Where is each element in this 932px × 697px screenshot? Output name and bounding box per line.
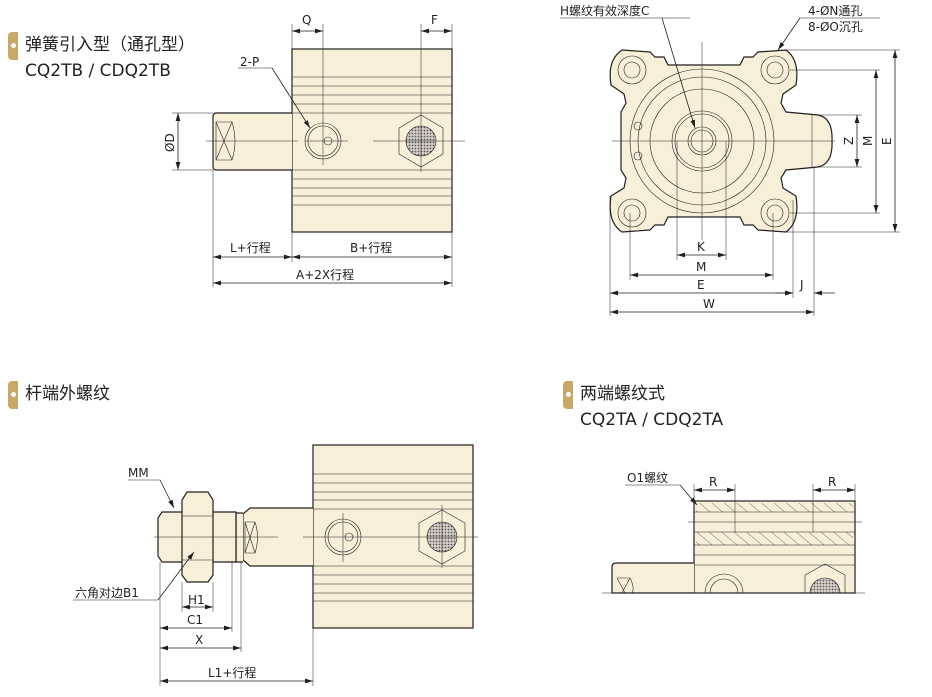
section-model-spring: CQ2TB / CDQ2TB	[25, 61, 171, 81]
section-badge	[8, 381, 18, 409]
dim-b-stroke: B+行程	[350, 240, 392, 255]
section-title-rod-thread: 杆端外螺纹	[25, 384, 110, 404]
dim-w: W	[703, 297, 715, 311]
label-h-thread: H螺纹有效深度C	[560, 3, 649, 18]
dim-r-left: R	[709, 475, 717, 489]
dim-l-stroke: L+行程	[230, 240, 271, 255]
dim-z: Z	[842, 137, 856, 145]
rod-thread-drawing	[73, 444, 478, 686]
dim-x: X	[195, 633, 203, 647]
dim-f: F	[431, 13, 438, 27]
section-badge	[8, 32, 18, 60]
section-title-spring: 弹簧引入型（通孔型）	[25, 35, 195, 55]
label-o1-thread: O1螺纹	[627, 471, 668, 485]
dim-a-stroke: A+2X行程	[296, 267, 354, 282]
label-mm-thread: MM	[128, 466, 149, 480]
label-port: 2-P	[240, 55, 259, 69]
both-thread-drawing	[602, 484, 865, 594]
dim-r-right: R	[828, 475, 836, 489]
dim-k: K	[697, 240, 706, 254]
label-n-holes: 4-ØN通孔	[808, 4, 862, 18]
side-view-drawing	[172, 24, 465, 287]
section-model-both-thread: CQ2TA / CDQ2TA	[580, 410, 724, 430]
dim-e: E	[697, 278, 705, 292]
dim-m-vertical: M	[861, 136, 875, 146]
dim-l1-stroke: L1+行程	[208, 665, 256, 680]
section-badge	[563, 381, 573, 409]
dim-rod-diameter: ØD	[163, 133, 177, 152]
label-o-counterbore: 8-ØO沉孔	[808, 20, 863, 34]
dim-m: M	[696, 260, 706, 274]
section-title-both-thread: 两端螺纹式	[580, 384, 665, 404]
dim-h1: H1	[188, 593, 205, 607]
dim-q: Q	[302, 13, 311, 27]
dim-c1: C1	[187, 613, 203, 627]
dim-j: J	[799, 278, 804, 292]
end-view-drawing	[560, 17, 900, 316]
dim-e-vertical: E	[880, 137, 894, 145]
label-hex-b1: 六角对边B1	[75, 586, 139, 600]
